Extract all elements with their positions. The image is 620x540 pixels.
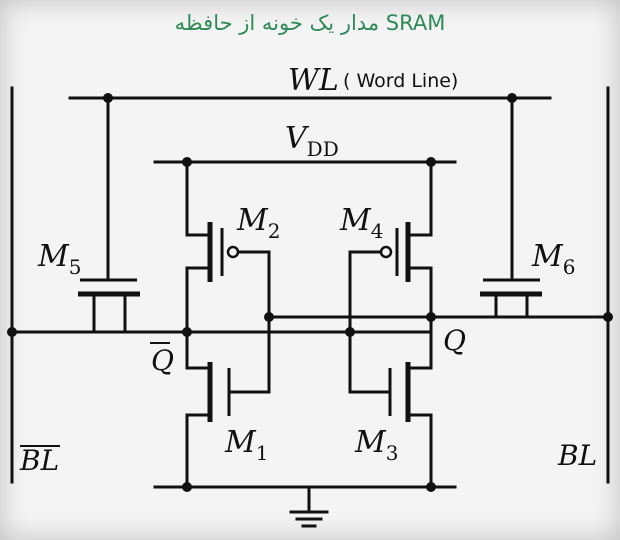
junction-dot	[7, 327, 17, 337]
m4-source-wire	[406, 160, 433, 237]
m4-label: M4	[339, 203, 383, 243]
m6-label: M6	[531, 239, 575, 279]
transistor-m1	[207, 362, 231, 422]
transistor-m2	[207, 222, 240, 282]
junctions	[7, 93, 613, 492]
m2-label: M2	[236, 203, 280, 243]
junction-dot	[426, 312, 436, 322]
transistor-m6	[431, 278, 608, 319]
m1-source-wire	[185, 413, 212, 489]
qbar-label: Q	[151, 344, 174, 377]
wl-label: WL	[288, 63, 339, 98]
bl-label: BL	[557, 439, 597, 472]
right-gate-wire	[348, 250, 392, 394]
bl-bar-label: BL	[19, 444, 59, 477]
q-label: Q	[443, 324, 466, 357]
m1-label: M1	[224, 425, 268, 465]
junction-dot	[182, 327, 192, 337]
m5-label: M5	[37, 239, 81, 279]
wl-description: ( Word Line)	[343, 70, 458, 92]
junction-dot	[426, 157, 436, 167]
junction-dot	[603, 312, 613, 322]
junction-dot	[426, 482, 436, 492]
left-column-wire	[185, 266, 212, 370]
vdd-label: VDD	[285, 121, 339, 161]
m3-label: M3	[354, 425, 398, 465]
junction-dot	[103, 93, 113, 103]
transistors	[12, 222, 608, 422]
junction-dot	[182, 157, 192, 167]
junction-dot	[264, 312, 274, 322]
labels: WL ( Word Line) VDD M2 M4 M1 M3 M5 M6 Q …	[19, 63, 597, 477]
junction-dot	[182, 482, 192, 492]
transistor-m5	[12, 278, 187, 334]
diagram-title: مدار یک خونه از حافظه SRAM	[175, 11, 446, 35]
m2-source-wire	[185, 160, 212, 237]
junction-dot	[507, 93, 517, 103]
transistor-m4	[379, 222, 411, 282]
junction-dot	[345, 327, 355, 337]
transistor-m3	[388, 362, 411, 422]
m3-source-wire	[406, 413, 433, 489]
left-gate-wire	[227, 250, 271, 394]
